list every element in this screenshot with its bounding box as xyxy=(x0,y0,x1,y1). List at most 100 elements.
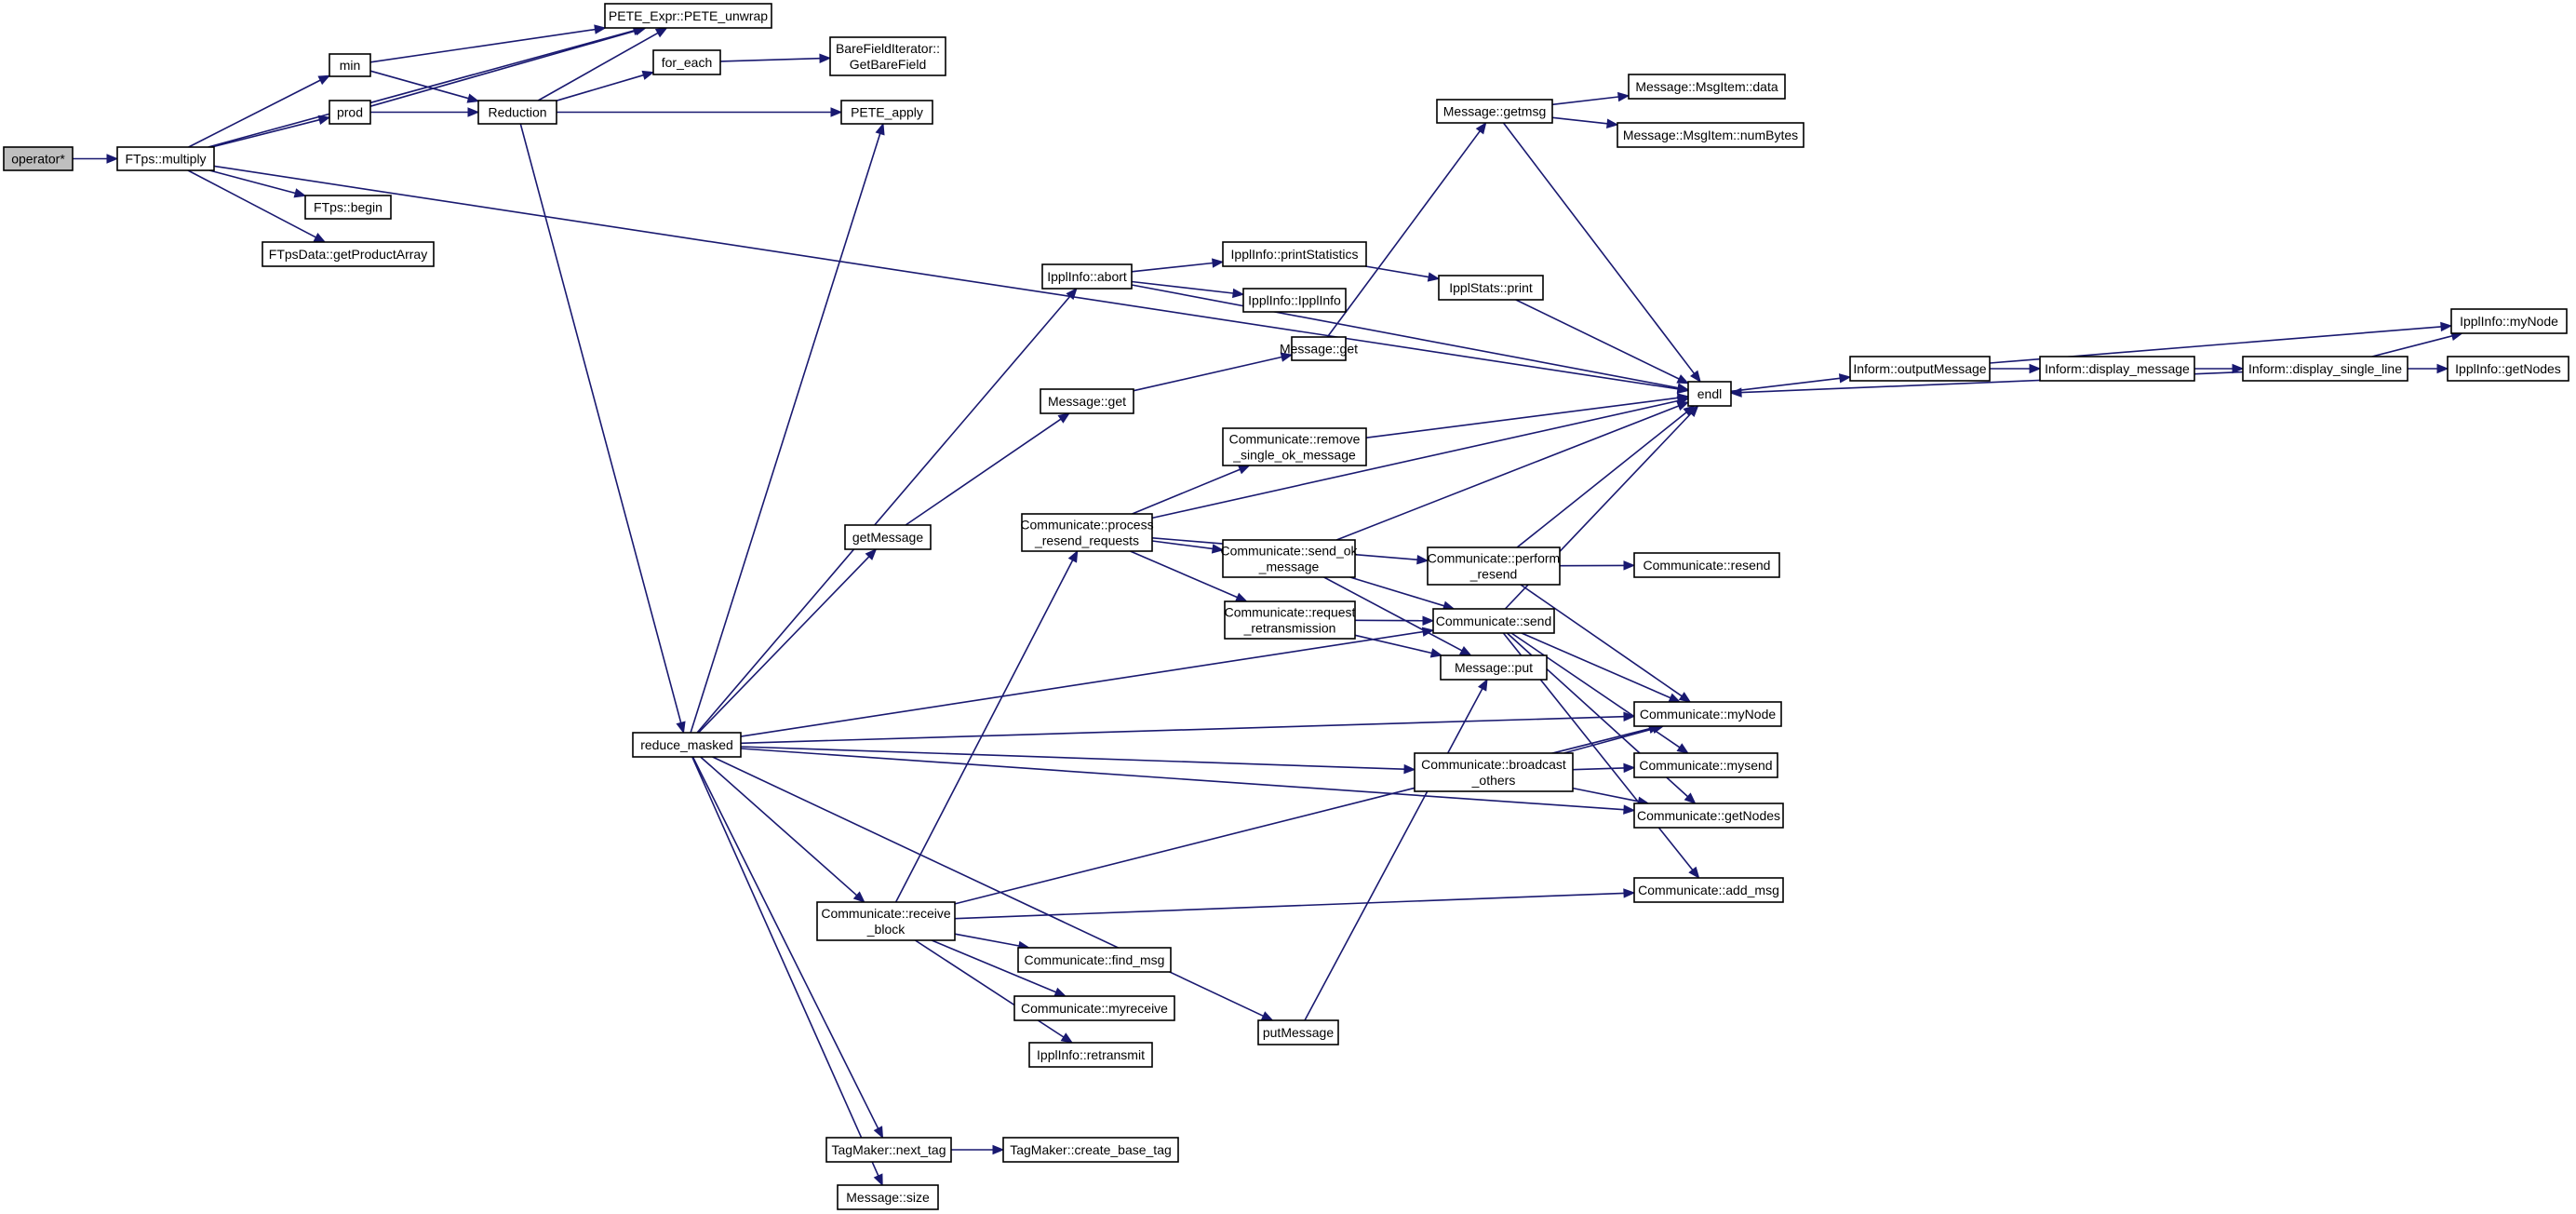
node-message-getmsg[interactable]: Message::getmsg xyxy=(1436,99,1553,124)
node-ipplinfo-mynode[interactable]: IpplInfo::myNode xyxy=(2450,308,2568,334)
node-pete-expr-unwrap[interactable]: PETE_Expr::PETE_unwrap xyxy=(604,3,772,29)
node-ipplinfo-ipplinfo[interactable]: IpplInfo::IpplInfo xyxy=(1242,288,1347,313)
node-communicate-request-retransmission[interactable]: Communicate::request_retransmission xyxy=(1224,600,1356,640)
node-box[interactable] xyxy=(1002,1137,1179,1163)
node-box[interactable] xyxy=(1242,288,1347,313)
node-box[interactable] xyxy=(1224,600,1356,640)
node-box[interactable] xyxy=(3,146,74,171)
node-communicate-perform-resend[interactable]: Communicate::perform_resend xyxy=(1427,546,1561,586)
node-for-each[interactable]: for_each xyxy=(652,49,721,75)
node-ftps-begin[interactable]: FTps::begin xyxy=(304,195,392,220)
node-box[interactable] xyxy=(1438,275,1544,301)
node-getmessage[interactable]: getMessage xyxy=(844,524,932,550)
node-message-get-1[interactable]: Message::get xyxy=(1280,336,1358,361)
node-box[interactable] xyxy=(1222,241,1367,267)
node-box[interactable] xyxy=(840,100,933,125)
node-box[interactable] xyxy=(1633,877,1784,903)
node-prod[interactable]: prod xyxy=(329,100,371,125)
node-box[interactable] xyxy=(262,241,435,267)
node-operator-star[interactable]: operator* xyxy=(3,146,74,171)
node-communicate-add-msg[interactable]: Communicate::add_msg xyxy=(1633,877,1784,903)
node-box[interactable] xyxy=(116,146,215,171)
node-message-size[interactable]: Message::size xyxy=(837,1184,939,1210)
node-communicate-find-msg[interactable]: Communicate::find_msg xyxy=(1017,947,1172,973)
node-box[interactable] xyxy=(837,1184,939,1210)
node-box[interactable] xyxy=(2242,356,2408,382)
node-ipplstats-print[interactable]: IpplStats::print xyxy=(1438,275,1544,301)
node-communicate-remove-single-ok-message[interactable]: Communicate::remove_single_ok_message xyxy=(1222,427,1367,466)
node-ipplinfo-printstatistics[interactable]: IpplInfo::printStatistics xyxy=(1222,241,1367,267)
node-box[interactable] xyxy=(1687,381,1732,407)
node-communicate-send[interactable]: Communicate::send xyxy=(1432,608,1555,634)
node-reduction[interactable]: Reduction xyxy=(477,100,557,125)
node-box[interactable] xyxy=(1849,356,1991,382)
node-box[interactable] xyxy=(1440,654,1548,681)
node-box[interactable] xyxy=(1617,122,1805,148)
node-box[interactable] xyxy=(1432,608,1555,634)
node-pete-apply[interactable]: PETE_apply xyxy=(840,100,933,125)
node-box[interactable] xyxy=(477,100,557,125)
node-box[interactable] xyxy=(1021,513,1153,552)
node-endl[interactable]: endl xyxy=(1687,381,1732,407)
node-box[interactable] xyxy=(1427,546,1561,586)
node-box[interactable] xyxy=(825,1137,952,1163)
node-box[interactable] xyxy=(844,524,932,550)
node-box[interactable] xyxy=(304,195,392,220)
node-reduce-masked[interactable]: reduce_masked xyxy=(632,732,742,758)
node-box[interactable] xyxy=(1028,1042,1153,1068)
node-communicate-send-ok-message[interactable]: Communicate::send_ok_message xyxy=(1220,539,1359,578)
node-ipplinfo-abort[interactable]: IpplInfo::abort xyxy=(1041,263,1133,290)
node-inform-display-message[interactable]: Inform::display_message xyxy=(2039,356,2195,382)
node-message-put[interactable]: Message::put xyxy=(1440,654,1548,681)
node-communicate-mysend[interactable]: Communicate::mysend xyxy=(1633,752,1778,778)
node-ftpsdata-getproductarray[interactable]: FTpsData::getProductArray xyxy=(262,241,435,267)
arrowhead xyxy=(1623,762,1636,774)
node-box[interactable] xyxy=(1414,752,1574,792)
node-tagmaker-next-tag[interactable]: TagMaker::next_tag xyxy=(825,1137,952,1163)
node-box[interactable] xyxy=(1041,263,1133,290)
node-box[interactable] xyxy=(1017,947,1172,973)
node-label: _retransmission xyxy=(1243,621,1336,636)
node-box[interactable] xyxy=(1633,552,1780,578)
node-box[interactable] xyxy=(1628,74,1786,100)
node-msgitem-numbytes[interactable]: Message::MsgItem::numBytes xyxy=(1617,122,1805,148)
node-communicate-resend[interactable]: Communicate::resend xyxy=(1633,552,1780,578)
node-ftps-multiply[interactable]: FTps::multiply xyxy=(116,146,215,171)
node-box[interactable] xyxy=(1257,1019,1339,1045)
node-communicate-myreceive[interactable]: Communicate::myreceive xyxy=(1013,995,1175,1021)
node-inform-outputmessage[interactable]: Inform::outputMessage xyxy=(1849,356,1991,382)
node-communicate-getnodes[interactable]: Communicate::getNodes xyxy=(1633,803,1784,829)
node-ipplinfo-retransmit[interactable]: IpplInfo::retransmit xyxy=(1028,1042,1153,1068)
node-box[interactable] xyxy=(604,3,772,29)
node-box[interactable] xyxy=(1222,427,1367,466)
node-box[interactable] xyxy=(632,732,742,758)
node-box[interactable] xyxy=(1633,752,1778,778)
node-message-get-2[interactable]: Message::get xyxy=(1040,388,1134,414)
node-barefielditerator-getbarefield[interactable]: BareFieldIterator::GetBareField xyxy=(829,36,946,76)
node-ipplinfo-getnodes[interactable]: IpplInfo::getNodes xyxy=(2447,356,2569,382)
node-box[interactable] xyxy=(1040,388,1134,414)
node-tagmaker-create-base-tag[interactable]: TagMaker::create_base_tag xyxy=(1002,1137,1179,1163)
node-box[interactable] xyxy=(816,901,956,941)
node-min[interactable]: min xyxy=(329,53,371,77)
node-box[interactable] xyxy=(2039,356,2195,382)
node-box[interactable] xyxy=(1633,803,1784,829)
node-box[interactable] xyxy=(1633,701,1782,727)
node-box[interactable] xyxy=(652,49,721,75)
node-communicate-mynode[interactable]: Communicate::myNode xyxy=(1633,701,1782,727)
node-communicate-receive-block[interactable]: Communicate::receive_block xyxy=(816,901,956,941)
node-putmessage[interactable]: putMessage xyxy=(1257,1019,1339,1045)
node-box[interactable] xyxy=(829,36,946,76)
node-box[interactable] xyxy=(1436,99,1553,124)
node-communicate-broadcast-others[interactable]: Communicate::broadcast_others xyxy=(1414,752,1574,792)
node-box[interactable] xyxy=(1291,336,1347,361)
node-inform-display-single-line[interactable]: Inform::display_single_line xyxy=(2242,356,2408,382)
node-box[interactable] xyxy=(329,53,371,77)
node-box[interactable] xyxy=(329,100,371,125)
node-msgitem-data[interactable]: Message::MsgItem::data xyxy=(1628,74,1786,100)
node-box[interactable] xyxy=(1222,539,1356,578)
node-communicate-process-resend-requests[interactable]: Communicate::process_resend_requests xyxy=(1020,513,1154,552)
node-box[interactable] xyxy=(2447,356,2569,382)
node-box[interactable] xyxy=(2450,308,2568,334)
node-box[interactable] xyxy=(1013,995,1175,1021)
